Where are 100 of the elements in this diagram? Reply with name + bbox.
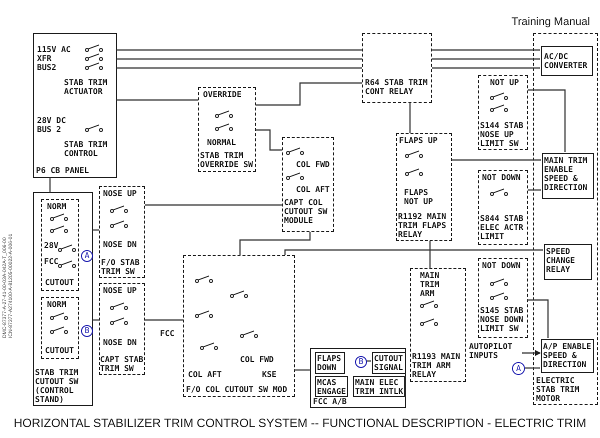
limit-switch-outline: [478, 75, 528, 150]
circuit-breaker-panel: [33, 33, 117, 178]
wire: [452, 159, 541, 161]
signal-label: FCC: [160, 328, 174, 340]
relay-box: [544, 244, 592, 280]
component-label: FCC: [44, 257, 60, 266]
relay-outline: [410, 268, 466, 382]
component-label: FLAPS DOWN: [317, 354, 342, 372]
callout-letter: A: [84, 251, 90, 261]
callout-letter: B: [358, 357, 364, 367]
component-label: S145 STAB NOSE DOWN LIMIT SW: [480, 306, 524, 333]
component-label: NOT UP: [490, 78, 520, 87]
component-label: MCAS ENGAGE: [317, 378, 347, 396]
component-label: NORMAL: [207, 138, 237, 147]
component-label: STAB TRIM ACTUATOR: [64, 78, 108, 96]
component-label: R1193 MAIN TRIM ARM RELAY: [412, 352, 462, 379]
component-label: COL FWD: [240, 355, 275, 364]
component-label: CAPT COL CUTOUT SW MODULE: [284, 198, 328, 225]
wire: [525, 367, 540, 369]
wire: [431, 49, 541, 69]
rocker-switch-outline: [99, 186, 145, 278]
component-label: STAB TRIM OVERRIDE SW: [200, 151, 254, 169]
relay-outline: [396, 133, 452, 241]
component-label: 115V AC XFR BUS2: [37, 45, 71, 72]
component-label: R1192 MAIN TRIM FLAPS RELAY: [398, 212, 448, 239]
component-label: 28V: [44, 241, 60, 250]
component-label: A/P ENABLE SPEED & DIRECTION: [543, 342, 592, 369]
toggle-switch-outline: [41, 199, 79, 291]
component-label: MAIN ELEC TRIM INTLK: [355, 378, 404, 396]
caption: HORIZONTAL STABILIZER TRIM CONTROL SYSTEM -- FUNCTIONAL DESCRIPTION - ELECTRIC TRIM: [12, 415, 588, 432]
wire: [49, 178, 51, 192]
converter-box: [541, 46, 593, 76]
component-label: ELECTRIC STAB TRIM MOTOR: [536, 376, 580, 403]
wire: [239, 232, 311, 255]
component-label: P6 CB PANEL: [36, 166, 90, 175]
limit-switch-outline: [478, 170, 528, 245]
component-label: STAB TRIM CONTROL: [64, 140, 108, 158]
component-label: FLAPS NOT UP: [404, 188, 434, 206]
wire: [145, 319, 183, 321]
switch-module-outline: [282, 137, 334, 232]
wire: [528, 189, 541, 191]
component-label: SPEED CHANGE RELAY: [546, 247, 576, 274]
component-label: NOSE DN: [103, 338, 138, 347]
computer-panel: [310, 348, 406, 408]
wire: [528, 89, 566, 152]
component-label: CAPT STAB TRIM SW: [100, 355, 144, 373]
component-label: NOSE UP: [103, 189, 138, 198]
cutout-switch-panel: [33, 192, 93, 406]
wire: [145, 204, 282, 206]
component-label: F/O STAB TRIM SW: [101, 258, 141, 276]
component-label: NORM: [47, 300, 68, 309]
component-label: FCC A/B: [313, 397, 348, 406]
switch-module-outline: [183, 255, 295, 397]
component-label: AC/DC CONVERTER: [544, 52, 588, 70]
component-label: 28V DC BUS 2: [37, 116, 67, 134]
wire: [295, 369, 310, 371]
component-label: F/O COL CUTOUT SW MOD: [186, 385, 288, 394]
rocker-switch-outline: [99, 283, 145, 375]
wire: [256, 129, 282, 151]
wire: [528, 299, 549, 338]
wire: [256, 82, 362, 106]
component-label: CUTOUT: [45, 278, 75, 287]
wire: [93, 319, 99, 321]
component-label: R64 STAB TRIM CONT RELAY: [365, 78, 429, 96]
component-label: AUTOPILOT INPUTS: [469, 342, 514, 360]
wire: [284, 249, 543, 255]
manual-title: Training Manual: [512, 15, 590, 30]
component-label: S844 STAB ELEC ACTR LIMIT: [480, 214, 524, 241]
component-label: CUTOUT SIGNAL: [374, 354, 404, 372]
motor-unit-outline: [533, 33, 598, 405]
limit-switch-outline: [478, 258, 528, 338]
component-label: MAIN TRIM ENABLE SPEED & DIRECTION: [544, 156, 588, 192]
control-box: [542, 153, 594, 199]
component-label: OVERRIDE: [203, 90, 243, 99]
component-label: NOT DOWN: [482, 261, 522, 270]
component-label: FLAPS UP: [399, 136, 439, 145]
wire: [116, 49, 363, 69]
component-label: NOSE UP: [103, 286, 138, 295]
toggle-switch-outline: [41, 297, 79, 359]
wire: [366, 360, 371, 362]
component-label: NOSE DN: [103, 240, 138, 249]
component-label: MAIN TRIM ARM: [420, 271, 440, 298]
arrow: [522, 350, 541, 356]
component-label: STAB TRIM CUTOUT SW (CONTROL STAND): [35, 368, 80, 404]
toggle-switch-outline: [198, 87, 256, 172]
callout-letter: B: [84, 326, 90, 336]
wire: [117, 99, 198, 101]
component-label: COL AFT: [296, 185, 331, 194]
component-label: COL FWD: [296, 160, 331, 169]
component-label: CUTOUT: [45, 346, 75, 355]
relay-outline: [362, 33, 432, 103]
wire: [429, 241, 431, 268]
component-label: NOT DOWN: [482, 173, 522, 182]
component-label: S144 STAB NOSE UP LIMIT SW: [480, 121, 524, 148]
component-label: NORM: [47, 202, 68, 211]
component-label: KSE: [262, 370, 278, 379]
wire: [409, 103, 411, 133]
callout-letter: A: [515, 363, 522, 374]
component-label: COL AFT: [188, 370, 223, 379]
wire: [93, 229, 99, 231]
